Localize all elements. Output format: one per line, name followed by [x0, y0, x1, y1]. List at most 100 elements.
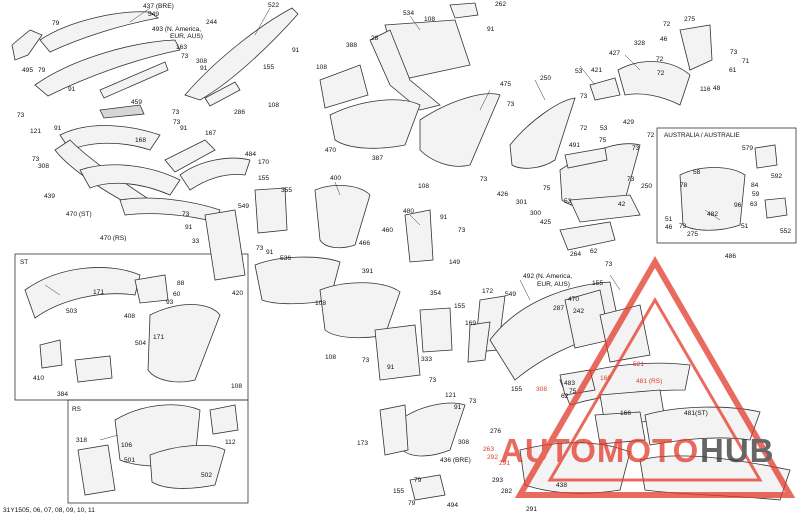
part-484 [179, 157, 251, 191]
label-46: 46 [660, 36, 668, 43]
label-62b: 62 [561, 393, 569, 400]
part-275 [679, 24, 713, 71]
label-438: 438 [556, 482, 567, 489]
label-73: 73 [181, 53, 189, 60]
part-493 [34, 39, 181, 97]
label-579: 579 [742, 145, 753, 152]
leader-lines [44, 7, 721, 441]
rs-inset-title: RS [72, 406, 81, 413]
part-387 [329, 99, 421, 149]
st-inset-title: ST [20, 259, 28, 266]
label-470: 470 [325, 147, 336, 154]
label-592: 592 [771, 173, 782, 180]
label-79d: 79 [408, 500, 416, 507]
part-536 [254, 256, 341, 305]
label-495: 495 [22, 67, 33, 74]
label-121b: 121 [445, 392, 456, 399]
label-534: 534 [403, 10, 414, 17]
label-483: 483 [564, 380, 575, 387]
label-437: 437 (BRE) [143, 3, 174, 10]
watermark: AUTOMOTO HUB [500, 256, 796, 498]
label-108f: 108 [325, 354, 336, 361]
label-88: 88 [177, 280, 185, 287]
part-470-rs [119, 197, 221, 223]
label-264: 264 [570, 251, 581, 258]
part-264 [559, 221, 616, 251]
part-354 [419, 307, 453, 353]
part-167 [164, 139, 216, 173]
label-155e: 155 [511, 386, 522, 393]
label-93: 93 [166, 299, 174, 306]
label-287: 287 [553, 305, 564, 312]
label-318: 318 [76, 437, 87, 444]
label-308d: 308 [458, 439, 469, 446]
label-53: 53 [575, 68, 583, 75]
label-250: 250 [540, 75, 551, 82]
watermark-brand-part2: HUB [700, 432, 775, 469]
label-501: 501 [124, 457, 135, 464]
label-166: 166 [620, 410, 631, 417]
label-275: 275 [684, 16, 695, 23]
label-521: 521 [633, 361, 644, 368]
label-308c: 308 [536, 386, 547, 393]
part-28 [369, 29, 441, 111]
label-73g: 73 [173, 119, 181, 126]
part-480 [404, 209, 434, 263]
label-470-rs: 470 (RS) [100, 235, 126, 242]
label-72d: 72 [580, 125, 588, 132]
part-168 [59, 125, 161, 151]
label-73i: 73 [632, 145, 640, 152]
part-552 [764, 197, 788, 219]
label-173: 173 [357, 440, 368, 447]
label-73l: 73 [182, 211, 190, 218]
label-481-rs: 481 (RS) [636, 378, 662, 385]
part-420 [204, 209, 246, 281]
label-263: 263 [483, 446, 494, 453]
label-459: 459 [131, 99, 142, 106]
label-108g: 108 [231, 383, 242, 390]
label-73p: 73 [362, 357, 370, 364]
label-384: 384 [57, 391, 68, 398]
label-470-st: 470 (ST) [66, 211, 92, 218]
label-121: 121 [30, 128, 41, 135]
label-33: 33 [192, 238, 200, 245]
label-28: 28 [371, 35, 379, 42]
label-72c: 72 [657, 70, 665, 77]
label-504: 504 [135, 340, 146, 347]
label-75c: 75 [569, 388, 577, 395]
label-244: 244 [206, 19, 217, 26]
part-522 [184, 7, 299, 101]
part-166 [594, 411, 646, 445]
label-63: 63 [750, 201, 758, 208]
part-459 [99, 104, 145, 119]
watermark-triangle [514, 256, 796, 498]
label-250b: 250 [641, 183, 652, 190]
label-75: 75 [599, 137, 607, 144]
label-408: 408 [124, 313, 135, 320]
watermark-brand-part1: AUTOMOTO [500, 432, 699, 469]
label-155b: 155 [258, 175, 269, 182]
label-276: 276 [490, 428, 501, 435]
label-96: 96 [734, 202, 742, 209]
part-173 [379, 404, 409, 456]
label-291: 291 [499, 460, 510, 467]
parts-layer [11, 2, 791, 501]
label-301: 301 [516, 199, 527, 206]
label-73q: 73 [429, 377, 437, 384]
label-91j: 91 [387, 364, 395, 371]
label-73c: 73 [17, 112, 25, 119]
label-328: 328 [634, 40, 645, 47]
label-79: 79 [52, 20, 60, 27]
label-73b: 73 [730, 49, 738, 56]
label-73r: 73 [469, 398, 477, 405]
part-504 [147, 304, 221, 383]
part-262 [449, 2, 479, 19]
label-167: 167 [205, 130, 216, 137]
part-502 [149, 445, 226, 489]
label-73n: 73 [256, 245, 264, 252]
label-78: 78 [680, 182, 688, 189]
label-169: 169 [465, 320, 476, 327]
part-318 [77, 444, 116, 496]
part-355 [254, 187, 288, 234]
label-72b: 72 [656, 56, 664, 63]
